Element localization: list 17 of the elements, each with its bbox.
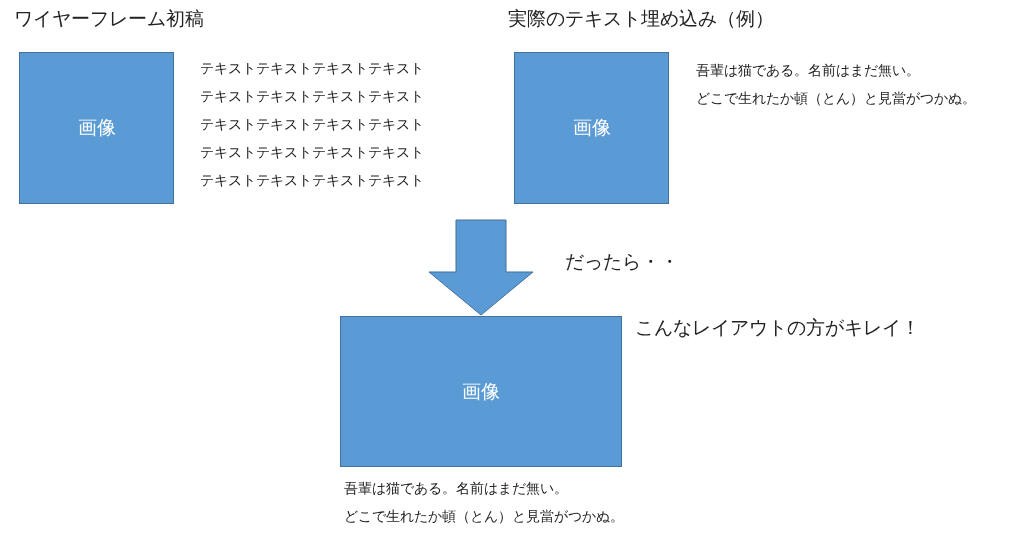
section-heading: ワイヤーフレーム初稿 xyxy=(14,6,204,31)
placeholder-panel: 画像 xyxy=(340,316,622,467)
body-text: テキストテキストテキストテキスト xyxy=(200,60,424,78)
annotation-text: こんなレイアウトの方がキレイ！ xyxy=(635,315,920,340)
body-text: テキストテキストテキストテキスト xyxy=(200,172,424,190)
placeholder-panel: 画像 xyxy=(19,52,174,204)
annotation-text: だったら・・ xyxy=(565,249,679,274)
section-heading: 実際のテキスト埋め込み（例） xyxy=(508,6,774,31)
body-text: 吾輩は猫である。名前はまだ無い。 xyxy=(344,480,568,498)
body-text: 吾輩は猫である。名前はまだ無い。 xyxy=(696,62,920,80)
body-text: テキストテキストテキストテキスト xyxy=(200,116,424,134)
placeholder-panel: 画像 xyxy=(514,52,669,204)
body-text: どこで生れたか頓（とん）と見當がつかぬ。 xyxy=(344,508,624,526)
body-text: テキストテキストテキストテキスト xyxy=(200,88,424,106)
body-text: テキストテキストテキストテキスト xyxy=(200,144,424,162)
body-text: どこで生れたか頓（とん）と見當がつかぬ。 xyxy=(696,90,976,108)
block-arrow xyxy=(428,219,534,316)
